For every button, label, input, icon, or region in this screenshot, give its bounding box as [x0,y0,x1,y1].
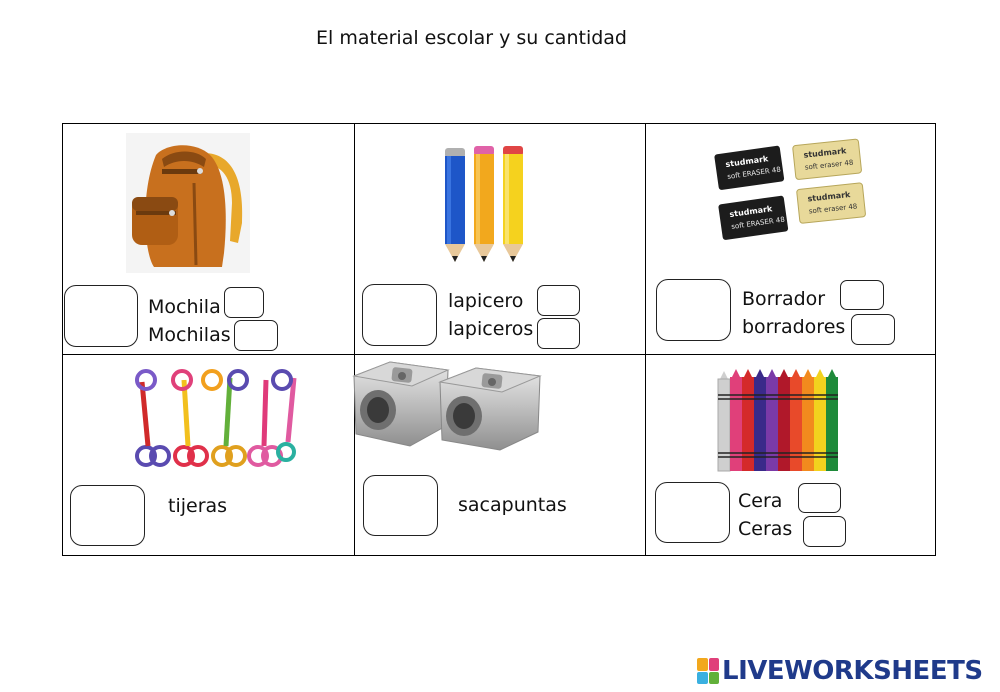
label-mochila: Mochila [148,296,221,318]
quantity-box-mochila[interactable] [224,287,264,318]
answer-box-cera[interactable] [655,482,730,543]
label-lapiceros: lapiceros [448,318,534,340]
label-tijeras: tijeras [168,495,228,517]
quantity-box-ceras[interactable] [803,516,846,547]
quantity-box-cera[interactable] [798,483,841,513]
logo-icon [697,658,719,684]
backpack-image [126,133,250,273]
label-ceras: Ceras [738,518,793,540]
grid-divider [354,124,355,555]
page-title: El material escolar y su cantidad [316,27,627,49]
crayons-image [717,369,838,472]
pencils-image [445,146,523,262]
grid-divider [645,124,646,555]
quantity-box-borradores[interactable] [851,314,895,345]
liveworksheets-logo: LIVEWORKSHEETS [697,655,983,687]
scissors-image [135,369,297,467]
worksheet-grid [62,123,936,556]
quantity-box-lapicero[interactable] [537,285,580,316]
erasers-image: studmark soft ERASER 48 studmark soft er… [714,138,866,240]
grid-divider [63,354,935,355]
sharpeners-image [352,361,542,451]
label-borrador: Borrador [742,288,826,310]
answer-box-tijeras[interactable] [70,485,145,546]
quantity-box-borrador[interactable] [840,280,884,310]
label-mochilas: Mochilas [148,324,231,346]
logo-text: LIVEWORKSHEETS [722,656,983,686]
quantity-box-mochilas[interactable] [234,320,278,351]
label-lapicero: lapicero [448,290,524,312]
quantity-box-lapiceros[interactable] [537,318,580,349]
label-borradores: borradores [742,316,846,338]
answer-box-sacapuntas[interactable] [363,475,438,536]
label-cera: Cera [738,490,783,512]
label-sacapuntas: sacapuntas [458,494,567,516]
answer-box-borrador[interactable] [656,279,731,341]
answer-box-lapicero[interactable] [362,284,437,346]
answer-box-mochila[interactable] [64,285,138,347]
